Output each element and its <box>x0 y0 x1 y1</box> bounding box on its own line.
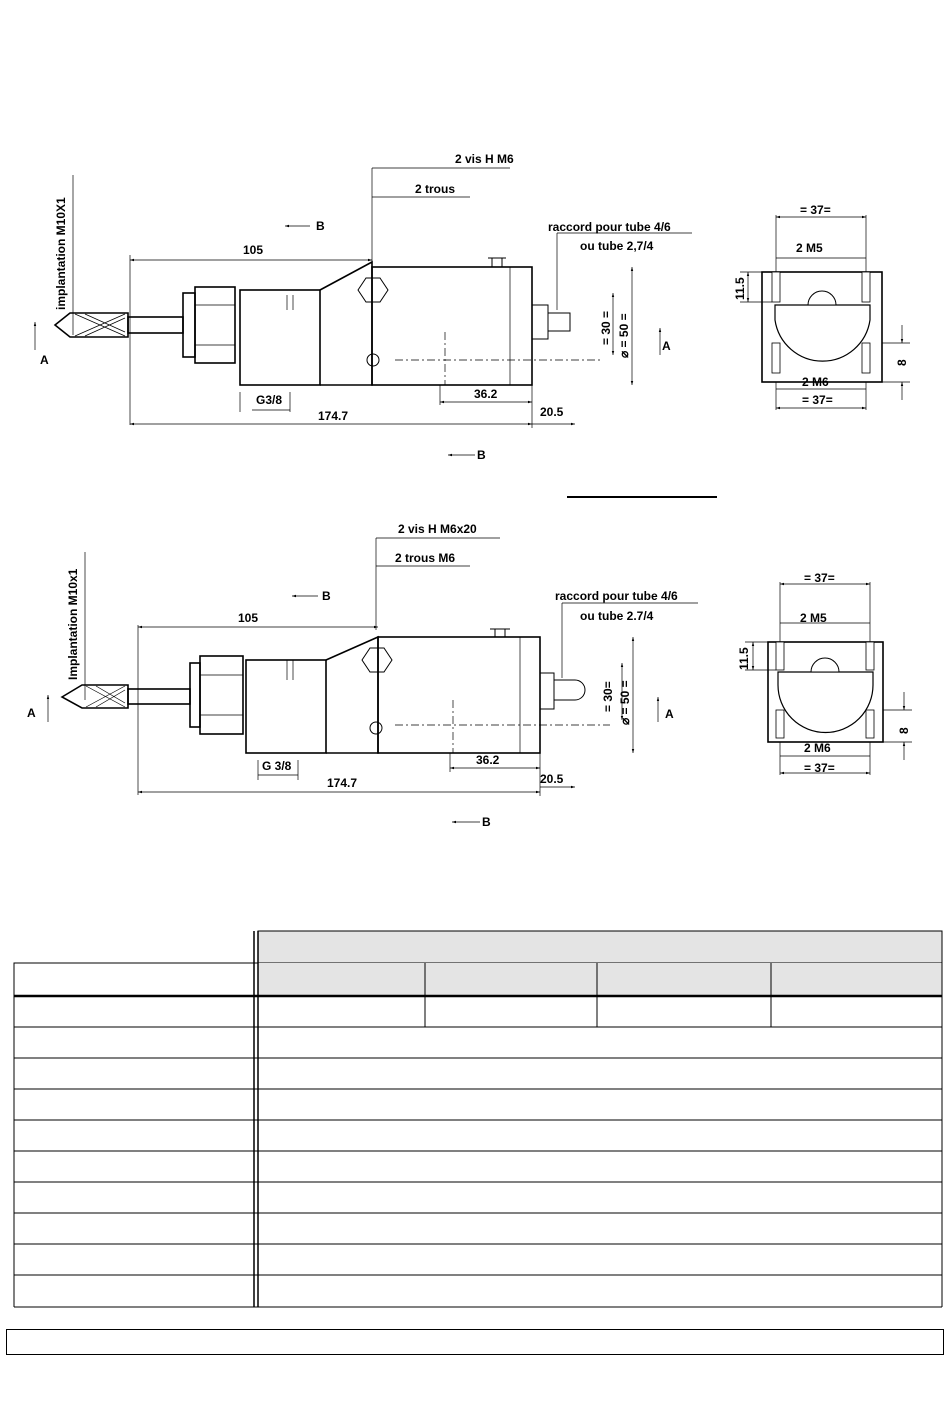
callout-fitting-1: raccord pour tube 4/6 <box>548 220 671 234</box>
view-a-right: A <box>662 339 671 353</box>
svg-text:11.5: 11.5 <box>737 647 751 670</box>
callout-fitting-2: ou tube 2,7/4 <box>580 239 654 253</box>
svg-text:174.7: 174.7 <box>327 776 357 790</box>
dim-174: 174.7 <box>318 409 348 423</box>
svg-text:= 37=: = 37= <box>804 571 835 585</box>
svg-text:20.5: 20.5 <box>540 772 564 786</box>
bottom-end-view <box>745 582 912 775</box>
svg-text:A: A <box>665 707 674 721</box>
top-end-view <box>740 215 910 410</box>
svg-text:⌀ = 50 =: ⌀ = 50 = <box>618 680 632 725</box>
svg-text:8: 8 <box>897 727 911 734</box>
svg-text:Implantation M10x1: Implantation M10x1 <box>66 568 80 680</box>
dim-50: ⌀ = 50 = <box>617 313 631 358</box>
svg-text:A: A <box>27 706 36 720</box>
top-side-view <box>33 167 692 457</box>
svg-text:= 37=: = 37= <box>800 203 831 217</box>
svg-text:raccord pour tube 4/6: raccord pour tube 4/6 <box>555 589 678 603</box>
bottom-end-labels: = 37= 2 M5 2 M6 = 37= 11.5 8 <box>737 571 911 775</box>
svg-text:36.2: 36.2 <box>476 753 500 767</box>
svg-text:2 trous M6: 2 trous M6 <box>395 551 455 565</box>
bottom-side-view <box>46 537 698 824</box>
svg-text:2 M5: 2 M5 <box>800 611 827 625</box>
caption-box <box>6 1329 944 1355</box>
svg-text:2 M6: 2 M6 <box>804 741 831 755</box>
implantation-label: implantation M10X1 <box>54 197 68 310</box>
view-b-bottom: B <box>477 448 486 462</box>
svg-text:B: B <box>322 589 331 603</box>
dim-30: = 30 = <box>599 311 613 345</box>
svg-text:105: 105 <box>238 611 258 625</box>
callout-holes: 2 trous <box>415 182 455 196</box>
svg-text:G 3/8: G 3/8 <box>262 759 292 773</box>
bottom-labels: 2 vis H M6x20 2 trous M6 raccord pour tu… <box>27 522 678 829</box>
dim-20: 20.5 <box>540 405 564 419</box>
thread-label: G3/8 <box>256 393 282 407</box>
dim-36: 36.2 <box>474 387 498 401</box>
svg-text:ou tube 2.7/4: ou tube 2.7/4 <box>580 609 654 623</box>
svg-text:11.5: 11.5 <box>733 277 747 300</box>
callout-screws: 2 vis H M6 <box>455 152 514 166</box>
svg-text:= 37=: = 37= <box>802 393 833 407</box>
view-a-left: A <box>40 353 49 367</box>
top-labels: 2 vis H M6 2 trous raccord pour tube 4/6… <box>40 152 671 462</box>
technical-drawings: 2 vis H M6 2 trous raccord pour tube 4/6… <box>27 152 912 829</box>
svg-text:2 M5: 2 M5 <box>796 241 823 255</box>
top-end-labels: = 37= 2 M5 2 M6 = 37= 11.5 8 <box>733 203 909 407</box>
svg-text:8: 8 <box>895 359 909 366</box>
svg-text:2 M6: 2 M6 <box>802 375 829 389</box>
dim-105: 105 <box>243 243 263 257</box>
view-b-top: B <box>316 219 325 233</box>
svg-text:2 vis H M6x20: 2 vis H M6x20 <box>398 522 477 536</box>
svg-text:= 37=: = 37= <box>804 761 835 775</box>
svg-text:B: B <box>482 815 491 829</box>
svg-text:= 30=: = 30= <box>601 681 615 712</box>
